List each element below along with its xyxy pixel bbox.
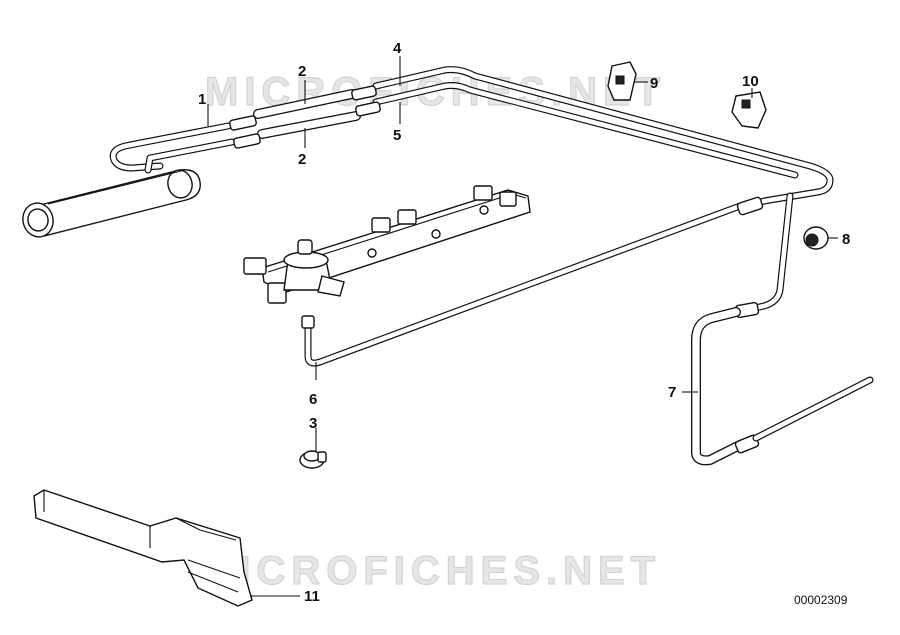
diagram-id: 00002309: [794, 593, 848, 607]
callout-3: 3: [309, 415, 317, 432]
pressure-regulator: [283, 239, 345, 297]
return-pipe-part-6: [301, 202, 744, 367]
callout-1: 1: [198, 91, 206, 108]
feed-pipe-lower-right: [752, 376, 874, 442]
callout-2-upper: 2: [298, 63, 306, 80]
grommet-part-8: [803, 226, 829, 250]
fuel-damper-cylinder: [22, 169, 201, 238]
callout-8: 8: [842, 231, 850, 248]
feed-pipe-right: [742, 192, 794, 314]
clip-part-10: [731, 91, 767, 129]
callout-4: 4: [393, 40, 402, 57]
hose-clamp-part-3: [299, 450, 327, 469]
bracket-part-11: [33, 489, 253, 607]
leader-lines: [207, 56, 838, 597]
callout-10: 10: [742, 73, 759, 90]
hose-part-7: [691, 307, 743, 466]
fuel-rail: [243, 185, 531, 304]
clip-part-9: [607, 61, 637, 101]
hose-lower: [257, 111, 361, 139]
fuel-pipe-loop: [372, 66, 834, 210]
callout-6: 6: [309, 391, 317, 408]
hose-connectors: [229, 85, 381, 149]
callout-9: 9: [650, 75, 658, 92]
watermark-bottom: MICROFICHES.NET: [200, 549, 661, 593]
return-pipe-left: [109, 122, 236, 174]
callout-11: 11: [304, 588, 320, 605]
callout-5: 5: [393, 127, 401, 144]
pipe-connector-right: [736, 196, 764, 216]
callout-7: 7: [668, 384, 676, 401]
callout-2-lower: 2: [298, 151, 306, 168]
callouts: 1 2 2 3 4 5 6 7 8 9 10 11: [198, 40, 850, 605]
